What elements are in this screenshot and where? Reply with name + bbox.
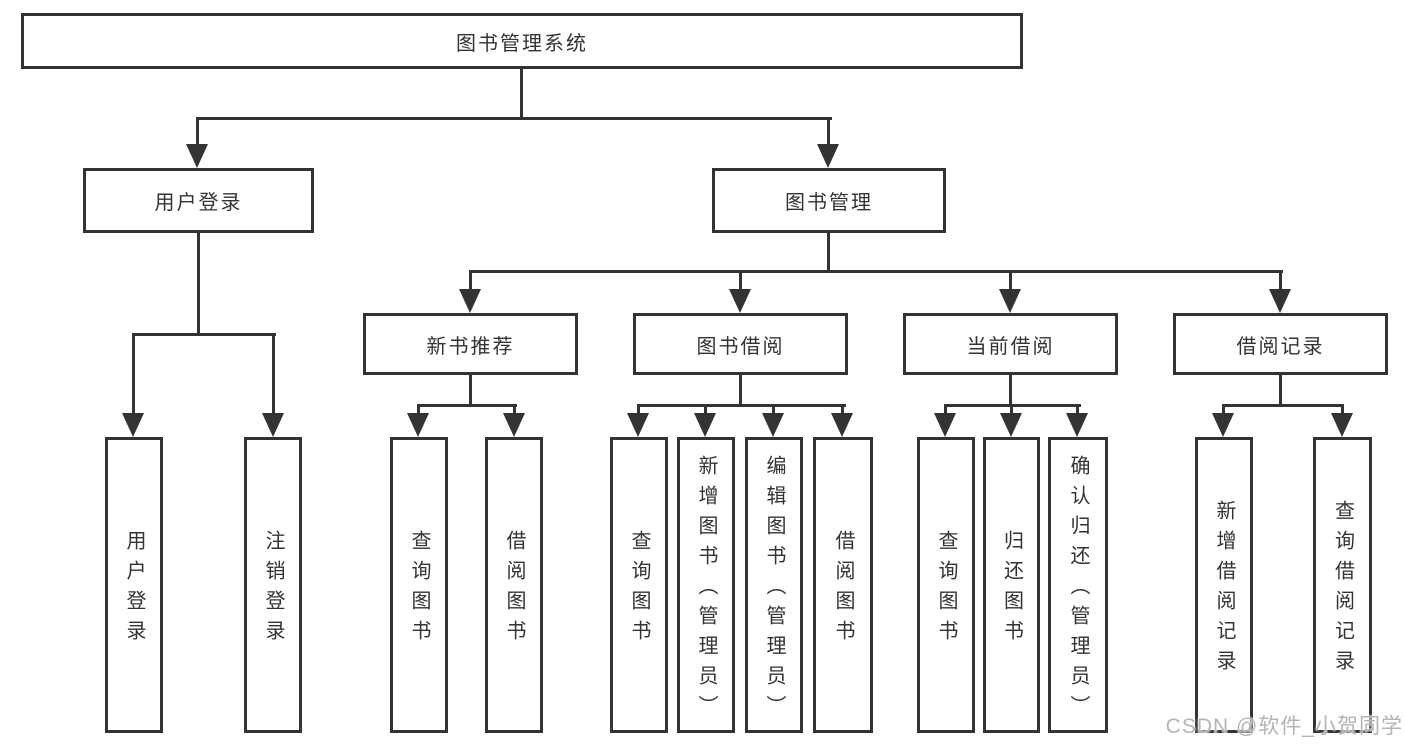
leaf-current-return-books: 归还图书 [983, 437, 1040, 733]
node-book-borrow-label: 图书借阅 [696, 335, 785, 358]
arrow-down-icon [262, 413, 284, 437]
connector-line [513, 404, 516, 416]
connector-line [469, 375, 472, 406]
arrow-down-icon [762, 413, 784, 437]
node-root-label: 图书管理系统 [456, 32, 588, 55]
leaf-current-query-books-label: 查询图书 [935, 530, 957, 650]
leaf-current-confirm-return-admin: 确认归还（管理员） [1048, 437, 1108, 733]
leaf-current-confirm-return-admin-label: 确认归还（管理员） [1067, 455, 1089, 725]
connector-line [196, 117, 199, 147]
leaf-current-return-books-label: 归还图书 [1000, 530, 1023, 650]
connector-line [417, 404, 420, 416]
leaf-logout-label: 注销登录 [262, 530, 284, 650]
leaf-user-login-label: 用户登录 [123, 530, 145, 650]
connector-line [739, 270, 742, 292]
arrow-down-icon [831, 413, 853, 437]
leaf-borrow-edit-books-admin: 编辑图书（管理员） [745, 437, 803, 733]
arrow-down-icon [1269, 289, 1291, 313]
leaf-borrow-edit-books-admin-label: 编辑图书（管理员） [763, 455, 785, 725]
leaf-recommend-query-books-label: 查询图书 [408, 530, 430, 650]
node-user-login-label: 用户登录 [154, 192, 243, 214]
leaf-borrow-borrow-books-label: 借阅图书 [832, 530, 854, 650]
leaf-logout: 注销登录 [244, 437, 302, 733]
leaf-borrow-query-books-label: 查询图书 [628, 530, 650, 650]
arrow-down-icon [694, 413, 716, 437]
leaf-recommend-query-books: 查询图书 [390, 437, 448, 733]
leaf-recommend-borrow-books: 借阅图书 [485, 437, 543, 733]
connector-line [1009, 270, 1012, 292]
node-user-login: 用户登录 [83, 168, 314, 233]
arrow-down-icon [122, 413, 144, 437]
csdn-watermark: CSDN @软件_小贺同学 [1165, 715, 1403, 738]
arrow-down-icon [999, 289, 1021, 313]
connector-line [1279, 375, 1282, 406]
arrow-down-icon [459, 289, 481, 313]
connector-line [944, 404, 947, 416]
node-book-borrow: 图书借阅 [633, 313, 848, 375]
leaf-current-query-books: 查询图书 [917, 437, 975, 733]
connector-line [417, 404, 517, 407]
connector-line [1279, 270, 1282, 292]
connector-line [1010, 404, 1013, 416]
connector-line [469, 270, 472, 292]
node-current-borrow: 当前借阅 [903, 313, 1118, 375]
connector-line [1222, 404, 1225, 416]
leaf-record-add-borrow-record-label: 新增借阅记录 [1213, 500, 1235, 680]
leaf-record-query-borrow-record: 查询借阅记录 [1313, 437, 1372, 733]
connector-line [196, 117, 832, 120]
connector-line [841, 404, 844, 416]
arrow-down-icon [1000, 413, 1022, 437]
connector-line [197, 233, 200, 336]
connector-line [1341, 404, 1344, 416]
node-new-book-recommend: 新书推荐 [363, 313, 578, 375]
node-borrow-record: 借阅记录 [1173, 313, 1388, 375]
connector-line [132, 333, 135, 417]
leaf-borrow-add-books-admin-label: 新增图书（管理员） [695, 455, 717, 725]
leaf-borrow-add-books-admin: 新增图书（管理员） [677, 437, 735, 733]
connector-line [827, 117, 830, 147]
node-current-borrow-label: 当前借阅 [966, 335, 1055, 358]
arrow-down-icon [1212, 413, 1234, 437]
connector-line [469, 270, 1283, 273]
connector-line [637, 404, 640, 416]
connector-line [739, 375, 742, 406]
node-book-management-label: 图书管理 [785, 192, 873, 214]
connector-line [704, 404, 707, 416]
arrow-down-icon [407, 413, 429, 437]
arrow-down-icon [186, 144, 208, 168]
arrow-down-icon [503, 413, 525, 437]
connector-line [827, 233, 830, 272]
leaf-recommend-borrow-books-label: 借阅图书 [503, 530, 525, 650]
arrow-down-icon [729, 289, 751, 313]
connector-line [637, 404, 846, 407]
connector-line [1009, 375, 1012, 406]
connector-line [1222, 404, 1344, 407]
arrow-down-icon [1066, 413, 1088, 437]
leaf-borrow-borrow-books: 借阅图书 [813, 437, 873, 733]
node-new-book-recommend-label: 新书推荐 [426, 335, 515, 358]
connector-line [272, 333, 275, 417]
node-root: 图书管理系统 [21, 13, 1023, 69]
arrow-down-icon [817, 144, 839, 168]
connector-line [1076, 404, 1079, 416]
arrow-down-icon [934, 413, 956, 437]
leaf-borrow-query-books: 查询图书 [610, 437, 668, 733]
arrow-down-icon [627, 413, 649, 437]
connector-line [772, 404, 775, 416]
node-borrow-record-label: 借阅记录 [1236, 335, 1325, 358]
connector-line [132, 333, 276, 336]
leaf-record-add-borrow-record: 新增借阅记录 [1195, 437, 1253, 733]
arrow-down-icon [1331, 413, 1353, 437]
leaf-user-login: 用户登录 [105, 437, 163, 733]
leaf-record-query-borrow-record-label: 查询借阅记录 [1331, 500, 1354, 680]
connector-line [520, 68, 523, 118]
node-book-management: 图书管理 [712, 168, 946, 233]
